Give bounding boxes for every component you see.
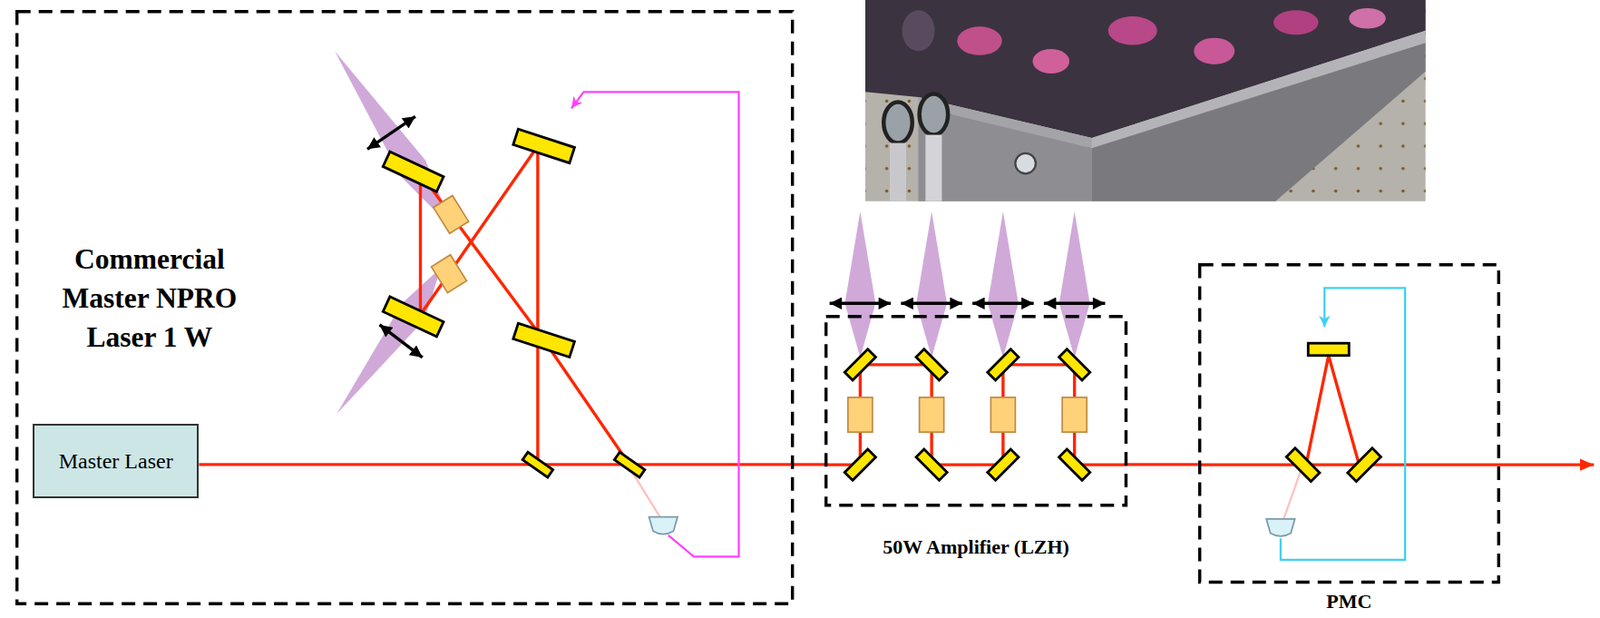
photo-lens	[883, 102, 913, 144]
mirrors	[382, 128, 645, 478]
pmc-enclosure: PMC	[1198, 263, 1501, 584]
mirror	[1059, 448, 1091, 480]
photo-component	[1273, 9, 1319, 35]
ring-beam	[420, 146, 631, 465]
laser-box: Master Laser	[32, 423, 199, 498]
pump-light	[334, 50, 455, 230]
beam-connector	[198, 462, 825, 466]
mirror	[513, 128, 576, 163]
laser-crystal	[848, 397, 873, 432]
photo-component	[1033, 48, 1071, 74]
amplifier-label: 50W Amplifier (LZH)	[882, 535, 1070, 558]
amp-mirrors	[844, 349, 1090, 481]
dashed-outline	[1198, 263, 1501, 584]
photo-box-side	[1092, 42, 1426, 201]
pmc-label: PMC	[1326, 589, 1372, 613]
pump-arrow	[972, 302, 1035, 305]
mirror	[382, 151, 444, 192]
laser-crystal	[990, 397, 1015, 432]
mirror	[522, 451, 553, 478]
pump-light	[1059, 211, 1091, 358]
cavity-beam	[1306, 355, 1360, 465]
photo-post	[925, 135, 942, 202]
laser-label: Master Laser	[58, 448, 174, 475]
beam-line	[419, 173, 422, 314]
mirror	[916, 448, 947, 480]
pump-light	[987, 211, 1019, 358]
photo-component	[1348, 8, 1386, 30]
pump-light	[845, 211, 877, 358]
dashed-border	[1199, 264, 1499, 583]
beam-line	[420, 146, 538, 315]
photo-table	[865, 0, 1426, 202]
feedback-wire	[1280, 287, 1405, 559]
photo-component	[1193, 38, 1235, 65]
amp-pump-arrows	[829, 302, 1106, 305]
photo	[865, 0, 1426, 202]
pump-arrow	[900, 302, 963, 305]
photo-post	[889, 143, 907, 202]
photo-window	[1014, 153, 1036, 175]
mirror	[1059, 349, 1091, 381]
feedback-wire	[571, 91, 740, 557]
mirror	[513, 322, 576, 357]
pickoff-beam	[629, 468, 662, 519]
laser-enclosure: Master Laser Commercial Master NPRO Laser…	[15, 9, 794, 605]
mirror	[1347, 448, 1382, 482]
pump-light	[336, 267, 441, 414]
photo-table-holes	[865, 0, 1426, 202]
photo-lens	[919, 94, 949, 136]
mirror	[987, 349, 1019, 381]
mirror	[382, 296, 444, 337]
laser-crystal	[431, 254, 468, 293]
pump-arrow	[380, 324, 423, 358]
mirror	[614, 451, 644, 478]
photodiode	[649, 517, 679, 535]
pump-arrow	[829, 302, 892, 305]
mirror	[987, 448, 1019, 480]
pump-arrow	[367, 116, 416, 149]
pickoff-beam	[1283, 469, 1301, 519]
photo-component	[956, 26, 1003, 56]
amp-pump-light	[845, 211, 1091, 358]
laser-crystal	[919, 397, 945, 432]
amplifier-enclosure: 50W Amplifier (LZH)	[824, 314, 1128, 508]
beam-connector	[1127, 462, 1199, 466]
dashed-outline	[824, 314, 1128, 508]
mirror	[844, 448, 876, 480]
laser-crystal	[433, 195, 469, 235]
enclosure-title: Commercial Master NPRO Laser 1 W	[40, 240, 259, 357]
mirror	[1307, 342, 1349, 356]
pump-arrow	[1043, 302, 1106, 305]
dashed-border	[826, 315, 1127, 505]
mirror	[1286, 448, 1320, 482]
pump-light	[916, 211, 947, 358]
beam-line	[544, 340, 631, 465]
mirror	[844, 349, 876, 381]
photo-component	[1108, 16, 1158, 46]
photodiode	[1266, 518, 1296, 537]
laser-crystal	[1062, 397, 1087, 432]
photo-component	[902, 9, 936, 51]
mirror	[916, 349, 947, 381]
beam-line	[536, 146, 539, 465]
amp-crystals	[848, 397, 1087, 432]
output-beam	[1198, 462, 1595, 466]
crystals	[431, 195, 469, 293]
beam-line	[420, 173, 545, 340]
pmc-mirrors	[1286, 342, 1381, 481]
dashed-border	[17, 11, 793, 604]
